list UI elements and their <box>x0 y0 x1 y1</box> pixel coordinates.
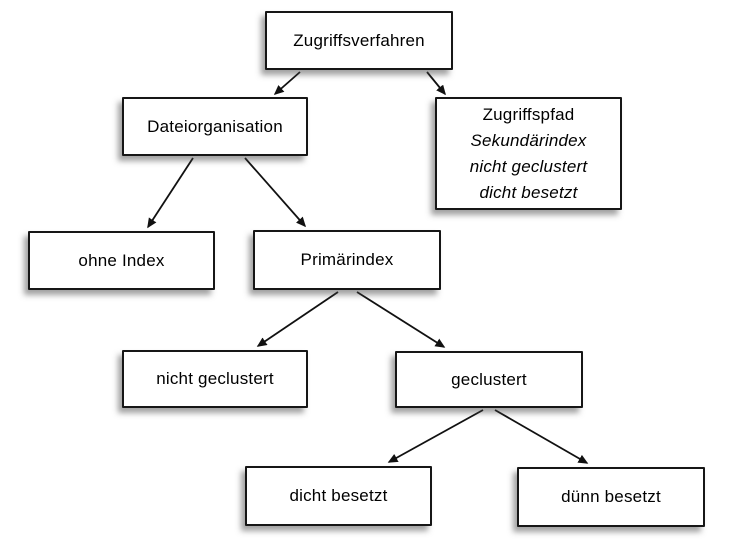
node-zugriffspfad: Zugriffspfad Sekundärindex nicht geclust… <box>435 97 622 210</box>
arrow-primaerindex-to-geclustert <box>356 291 446 348</box>
node-geclustert-label: geclustert <box>451 369 527 389</box>
node-dicht-besetzt-label: dicht besetzt <box>289 486 388 505</box>
node-zugriffspfad-line-dicht-besetzt: dicht besetzt <box>479 182 578 202</box>
arrow-geclustert-to-duenn-besetzt <box>494 409 589 464</box>
node-nicht-geclustert-label: nicht geclustert <box>156 369 274 388</box>
node-nicht-geclustert: nicht geclustert <box>122 350 308 408</box>
node-zugriffspfad-line-nicht-geclustert: nicht geclustert <box>469 156 588 176</box>
node-zugriffsverfahren: Zugriffsverfahren <box>265 11 453 70</box>
arrow-primaerindex-to-nicht-geclustert <box>256 291 339 347</box>
arrow-geclustert-to-dicht-besetzt <box>387 409 484 463</box>
node-ohne-index: ohne Index <box>28 231 215 290</box>
node-duenn-besetzt-label: dünn besetzt <box>561 487 661 506</box>
node-zugriffspfad-line-sekundaerindex: Sekundärindex <box>470 130 587 150</box>
node-zugriffsverfahren-label: Zugriffsverfahren <box>293 30 425 50</box>
node-zugriffspfad-title: Zugriffspfad <box>482 104 575 124</box>
arrow-root-to-zugriffspfad <box>426 71 446 96</box>
node-geclustert: geclustert <box>395 351 583 408</box>
node-duenn-besetzt: dünn besetzt <box>517 467 705 527</box>
node-primaerindex-label: Primärindex <box>300 250 394 269</box>
arrow-root-to-dateiorganisation <box>273 71 301 95</box>
arrow-dateiorganisation-to-primaerindex <box>244 157 306 228</box>
node-primaerindex: Primärindex <box>253 230 441 290</box>
node-dicht-besetzt: dicht besetzt <box>245 466 432 526</box>
arrow-dateiorganisation-to-ohne-index <box>147 157 194 229</box>
node-dateiorganisation: Dateiorganisation <box>122 97 308 156</box>
node-ohne-index-label: ohne Index <box>78 250 165 270</box>
node-dateiorganisation-label: Dateiorganisation <box>147 116 283 136</box>
